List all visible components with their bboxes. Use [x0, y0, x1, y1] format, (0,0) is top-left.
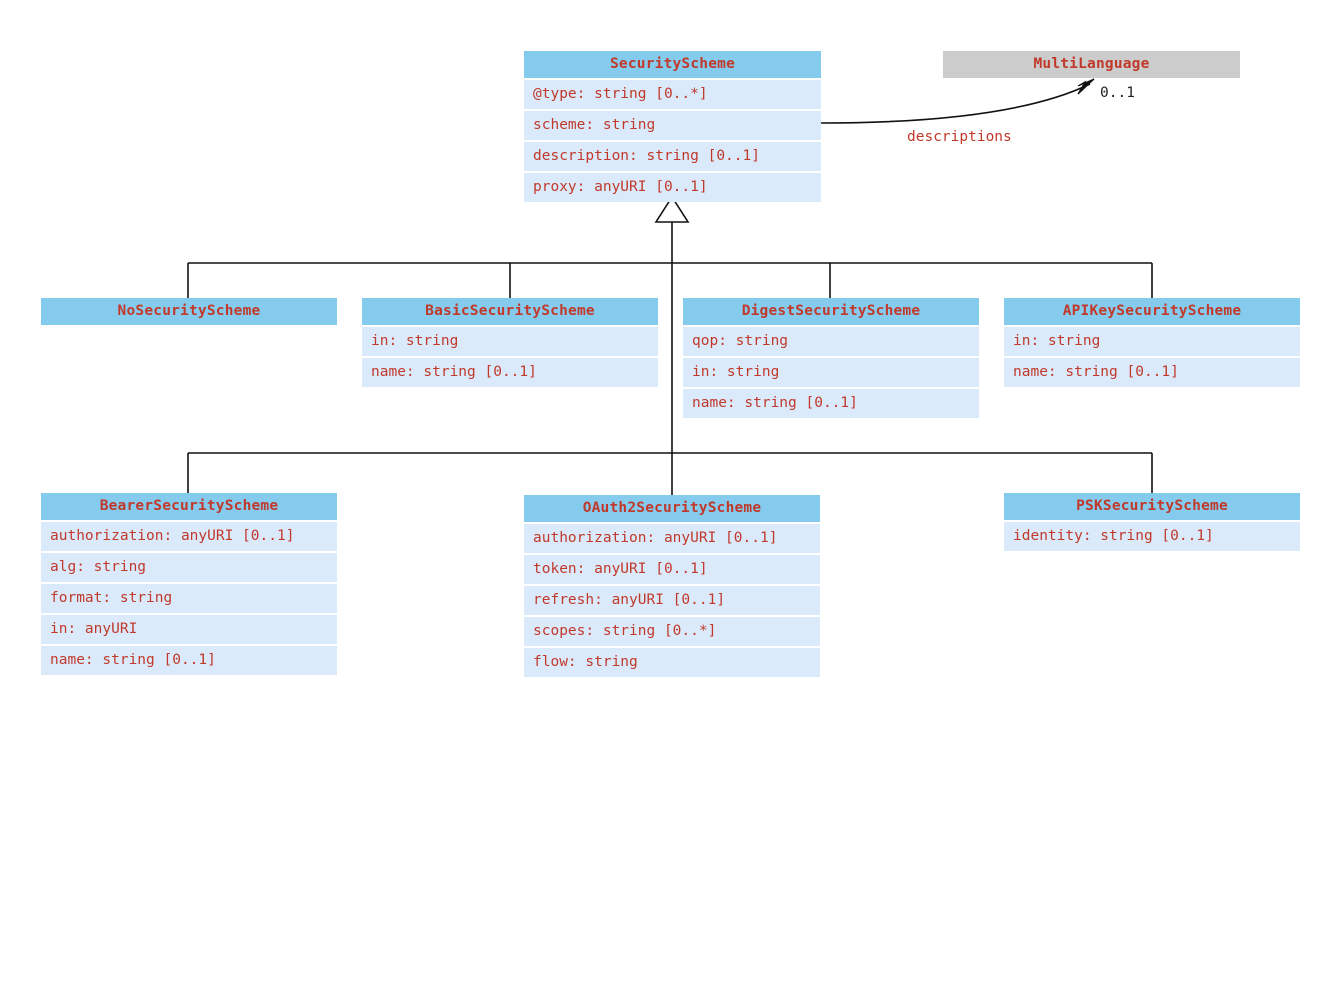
class-title-multi-language: MultiLanguage	[943, 51, 1240, 78]
class-attributes-digest-security-scheme: qop: string in: string name: string [0..…	[683, 327, 979, 418]
attribute-row: name: string [0..1]	[683, 389, 979, 418]
class-attributes-bearer-security-scheme: authorization: anyURI [0..1] alg: string…	[41, 522, 337, 675]
attribute-row: alg: string	[41, 553, 337, 582]
class-box-psk-security-scheme[interactable]: PSKSecurityScheme identity: string [0..1…	[1004, 493, 1300, 551]
class-title-apikey-security-scheme: APIKeySecurityScheme	[1004, 298, 1300, 325]
class-box-security-scheme[interactable]: SecurityScheme @type: string [0..*] sche…	[524, 51, 821, 202]
association-curve-descriptions	[820, 83, 1091, 124]
attribute-row: name: string [0..1]	[41, 646, 337, 675]
class-attributes-oauth2-security-scheme: authorization: anyURI [0..1] token: anyU…	[524, 524, 820, 677]
attribute-row: authorization: anyURI [0..1]	[524, 524, 820, 553]
attribute-row: token: anyURI [0..1]	[524, 555, 820, 584]
class-attributes-psk-security-scheme: identity: string [0..1]	[1004, 522, 1300, 551]
class-box-apikey-security-scheme[interactable]: APIKeySecurityScheme in: string name: st…	[1004, 298, 1300, 387]
attribute-row: description: string [0..1]	[524, 142, 821, 171]
class-box-digest-security-scheme[interactable]: DigestSecurityScheme qop: string in: str…	[683, 298, 979, 418]
class-attributes-basic-security-scheme: in: string name: string [0..1]	[362, 327, 658, 387]
class-title-security-scheme: SecurityScheme	[524, 51, 821, 78]
attribute-row: in: string	[362, 327, 658, 356]
attribute-row: format: string	[41, 584, 337, 613]
attribute-row: in: string	[1004, 327, 1300, 356]
association-arrowhead	[1077, 78, 1095, 95]
attribute-row: in: anyURI	[41, 615, 337, 644]
attribute-row: @type: string [0..*]	[524, 80, 821, 109]
attribute-row: flow: string	[524, 648, 820, 677]
class-title-no-security-scheme: NoSecurityScheme	[41, 298, 337, 325]
attribute-row: scheme: string	[524, 111, 821, 140]
association-label-descriptions: descriptions	[907, 129, 1012, 145]
association-multiplicity-target: 0..1	[1100, 85, 1135, 101]
attribute-row: authorization: anyURI [0..1]	[41, 522, 337, 551]
class-title-digest-security-scheme: DigestSecurityScheme	[683, 298, 979, 325]
class-box-no-security-scheme[interactable]: NoSecurityScheme	[41, 298, 337, 325]
class-title-bearer-security-scheme: BearerSecurityScheme	[41, 493, 337, 520]
class-title-psk-security-scheme: PSKSecurityScheme	[1004, 493, 1300, 520]
class-title-oauth2-security-scheme: OAuth2SecurityScheme	[524, 495, 820, 522]
attribute-row: qop: string	[683, 327, 979, 356]
attribute-row: name: string [0..1]	[1004, 358, 1300, 387]
class-title-basic-security-scheme: BasicSecurityScheme	[362, 298, 658, 325]
class-attributes-security-scheme: @type: string [0..*] scheme: string desc…	[524, 80, 821, 202]
class-box-bearer-security-scheme[interactable]: BearerSecurityScheme authorization: anyU…	[41, 493, 337, 675]
attribute-row: name: string [0..1]	[362, 358, 658, 387]
attribute-row: refresh: anyURI [0..1]	[524, 586, 820, 615]
class-attributes-apikey-security-scheme: in: string name: string [0..1]	[1004, 327, 1300, 387]
attribute-row: proxy: anyURI [0..1]	[524, 173, 821, 202]
attribute-row: scopes: string [0..*]	[524, 617, 820, 646]
attribute-row: identity: string [0..1]	[1004, 522, 1300, 551]
class-box-oauth2-security-scheme[interactable]: OAuth2SecurityScheme authorization: anyU…	[524, 495, 820, 677]
class-box-multi-language[interactable]: MultiLanguage	[943, 51, 1240, 78]
class-box-basic-security-scheme[interactable]: BasicSecurityScheme in: string name: str…	[362, 298, 658, 387]
attribute-row: in: string	[683, 358, 979, 387]
